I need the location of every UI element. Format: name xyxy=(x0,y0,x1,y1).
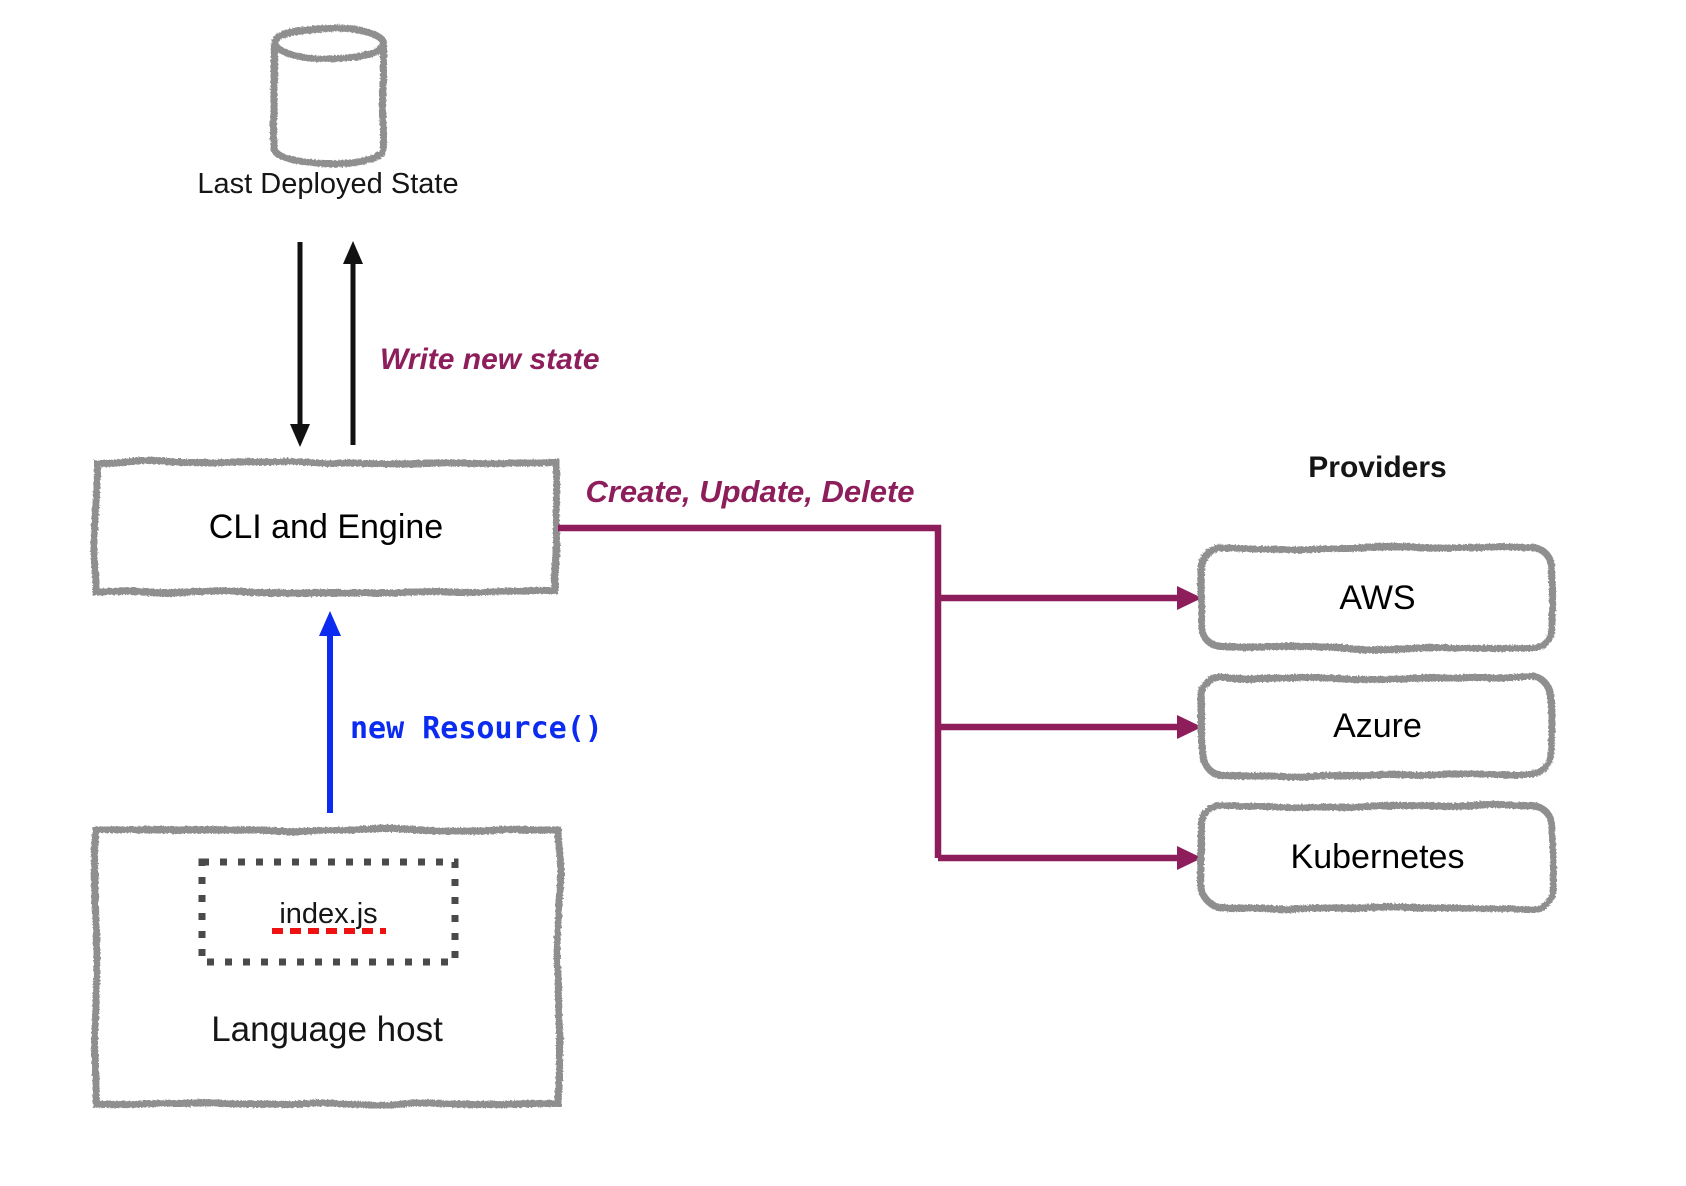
write-state-arrow xyxy=(343,241,363,445)
index-js-label: index.js xyxy=(279,898,378,931)
create-update-delete-label: Create, Update, Delete xyxy=(585,474,915,509)
cli-engine-label: CLI and Engine xyxy=(208,507,444,546)
providers-heading: Providers xyxy=(1308,451,1447,484)
azure-box xyxy=(1199,674,1556,779)
read-state-arrow xyxy=(290,242,310,447)
index-js-dotted-box xyxy=(198,858,459,966)
new-resource-arrowhead xyxy=(319,611,341,636)
last-deployed-state-label: Last Deployed State xyxy=(197,168,459,200)
cli-engine-node: CLI and Engine xyxy=(96,462,556,592)
provider-node-kubernetes: Kubernetes xyxy=(1203,806,1552,908)
database-cylinder-top xyxy=(270,22,386,62)
crud-connector xyxy=(558,524,1180,862)
write-state-arrowhead xyxy=(343,241,363,264)
new-resource-arrow xyxy=(319,611,341,813)
kubernetes-label: Kubernetes xyxy=(1290,837,1465,876)
provider-node-azure: Azure xyxy=(1203,678,1552,775)
database-cylinder-body xyxy=(270,42,386,168)
database-cylinder-icon xyxy=(270,22,386,168)
aws-label: AWS xyxy=(1339,578,1416,617)
index-js-file: index.js xyxy=(202,868,455,962)
crud-arrowhead-azure xyxy=(1177,715,1202,739)
aws-box xyxy=(1199,544,1556,652)
language-host-label: Language host xyxy=(211,1010,443,1049)
crud-arrowhead-aws xyxy=(1177,586,1202,610)
cli-engine-box xyxy=(92,458,560,596)
azure-label: Azure xyxy=(1333,707,1422,745)
read-state-arrowhead xyxy=(290,424,310,447)
kubernetes-box xyxy=(1199,802,1556,912)
provider-node-aws: AWS xyxy=(1203,548,1552,648)
new-resource-label: new Resource() xyxy=(350,711,603,746)
crud-arrowhead-kubernetes xyxy=(1177,846,1202,870)
write-new-state-label: Write new state xyxy=(380,343,600,376)
